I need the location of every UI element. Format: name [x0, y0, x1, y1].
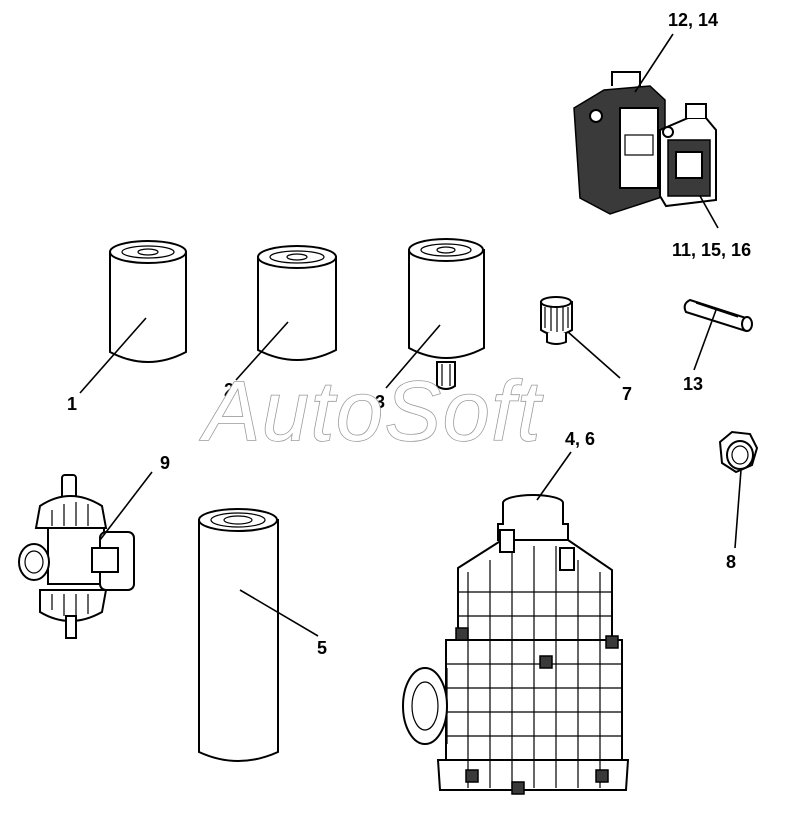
callout-9: 9 — [160, 453, 170, 473]
callout-1: 1 — [67, 394, 77, 414]
callout-13: 13 — [683, 374, 703, 394]
breather-7 — [540, 296, 573, 345]
air-cleaner-4-6 — [402, 494, 630, 795]
callout-11-15-16: 11, 15, 16 — [672, 240, 751, 260]
filter-1 — [109, 240, 187, 363]
callout-12-14: 12, 14 — [668, 10, 718, 30]
filter-3 — [408, 238, 485, 390]
callout-5: 5 — [317, 638, 327, 658]
callout-3: 3 — [375, 392, 385, 412]
leader-lines — [79, 33, 742, 637]
callout-4-6: 4, 6 — [565, 429, 595, 449]
filter-5 — [198, 508, 279, 762]
callout-7: 7 — [622, 384, 632, 404]
separator-housing-9 — [18, 474, 135, 639]
watermark-text: AutoSoft — [199, 364, 544, 458]
hex-plug-8 — [718, 430, 759, 474]
callout-2: 2 — [224, 380, 234, 400]
callout-8: 8 — [726, 552, 736, 572]
pin-13 — [683, 298, 753, 333]
canisters-11-16 — [573, 71, 717, 215]
